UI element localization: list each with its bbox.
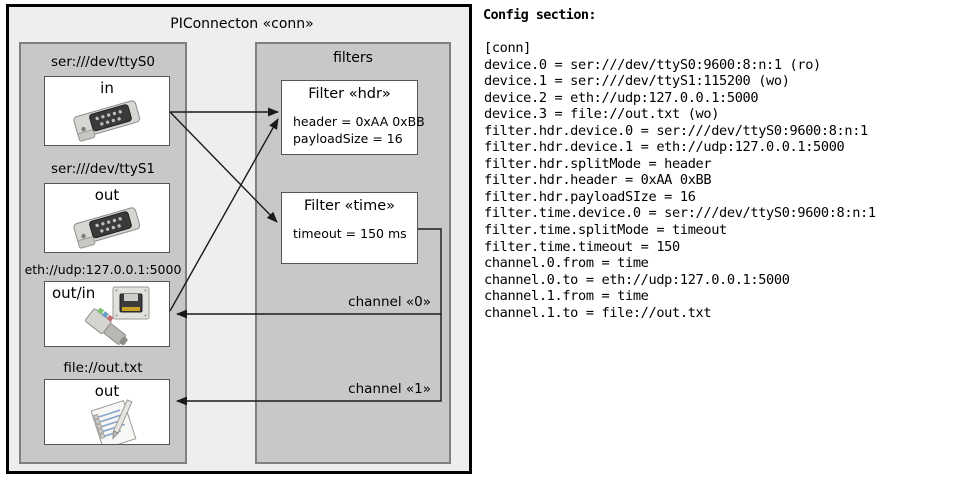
config-line: filter.time.device.0 = ser:///dev/ttyS0:…	[484, 205, 876, 222]
device-box-file[interactable]: out	[44, 379, 170, 445]
config-line: filter.hdr.header = 0xAA 0xBB	[484, 172, 712, 189]
filter-title-hdr: Filter «hdr»	[308, 86, 391, 102]
device-direction-ttys0: in	[100, 79, 114, 97]
channel-label-1: channel «1»	[348, 381, 431, 397]
device-box-eth[interactable]: out/in	[44, 281, 170, 347]
config-line: device.1 = ser:///dev/ttyS1:115200 (wo)	[484, 73, 790, 90]
serial-port-icon	[73, 100, 141, 142]
filter-prop-header: header = 0xAA 0xBB	[293, 114, 425, 129]
config-line: device.2 = eth://udp:127.0.0.1:5000	[484, 89, 759, 106]
page-title: PIConnecton «conn»	[170, 16, 314, 32]
config-line: filter.hdr.splitMode = header	[484, 155, 712, 172]
connection-diagram: PIConnecton «conn» ser:///dev/ttyS0 in s…	[0, 0, 478, 484]
device-direction-ttys1: out	[94, 186, 120, 204]
filter-title-time: Filter «time»	[303, 198, 396, 214]
device-box-ttys0[interactable]: in	[44, 76, 170, 146]
config-heading: Config section:	[483, 7, 597, 23]
device-direction-eth: out/in	[52, 284, 96, 302]
serial-port-icon	[73, 207, 141, 249]
filter-box-hdr[interactable]: Filter «hdr» header = 0xAA 0xBB payloadS…	[281, 80, 425, 155]
config-line: filter.hdr.device.0 = ser:///dev/ttyS0:9…	[484, 122, 868, 139]
filters-panel-title: filters	[333, 50, 373, 66]
device-label-ttys0: ser:///dev/ttyS0	[51, 54, 155, 70]
filter-prop-timeout: timeout = 150 ms	[293, 226, 407, 241]
config-line: channel.0.to = eth://udp:127.0.0.1:5000	[484, 271, 790, 288]
device-label-eth: eth://udp:127.0.0.1:5000	[24, 262, 182, 277]
config-section: Config section: [conn]device.0 = ser:///…	[483, 0, 964, 484]
config-line: [conn]	[484, 40, 532, 56]
device-box-ttys1[interactable]: out	[44, 183, 170, 253]
config-line: channel.0.from = time	[484, 255, 649, 272]
filter-box-time[interactable]: Filter «time» timeout = 150 ms	[281, 192, 418, 264]
config-line: filter.time.splitMode = timeout	[484, 222, 727, 239]
config-line: filter.time.timeout = 150	[484, 238, 680, 255]
device-direction-file: out	[94, 382, 120, 400]
config-line: filter.hdr.device.1 = eth://udp:127.0.0.…	[484, 139, 845, 156]
config-line: filter.hdr.payloadSIze = 16	[484, 188, 696, 205]
config-line: channel.1.from = time	[484, 288, 649, 305]
channel-label-0: channel «0»	[348, 294, 431, 310]
text-file-icon	[90, 399, 137, 444]
device-label-file: file://out.txt	[63, 360, 143, 376]
config-line: channel.1.to = file://out.txt	[484, 304, 712, 321]
device-label-ttys1: ser:///dev/ttyS1	[51, 161, 155, 177]
network-socket-icon	[112, 286, 150, 320]
config-lines: [conn]device.0 = ser:///dev/ttyS0:9600:8…	[484, 40, 876, 321]
config-line: device.0 = ser:///dev/ttyS0:9600:8:n:1 (…	[484, 56, 821, 73]
config-line: device.3 = file://out.txt (wo)	[484, 106, 720, 123]
network-plug-icon	[85, 307, 128, 346]
filter-prop-payloadsize: payloadSize = 16	[293, 131, 403, 146]
